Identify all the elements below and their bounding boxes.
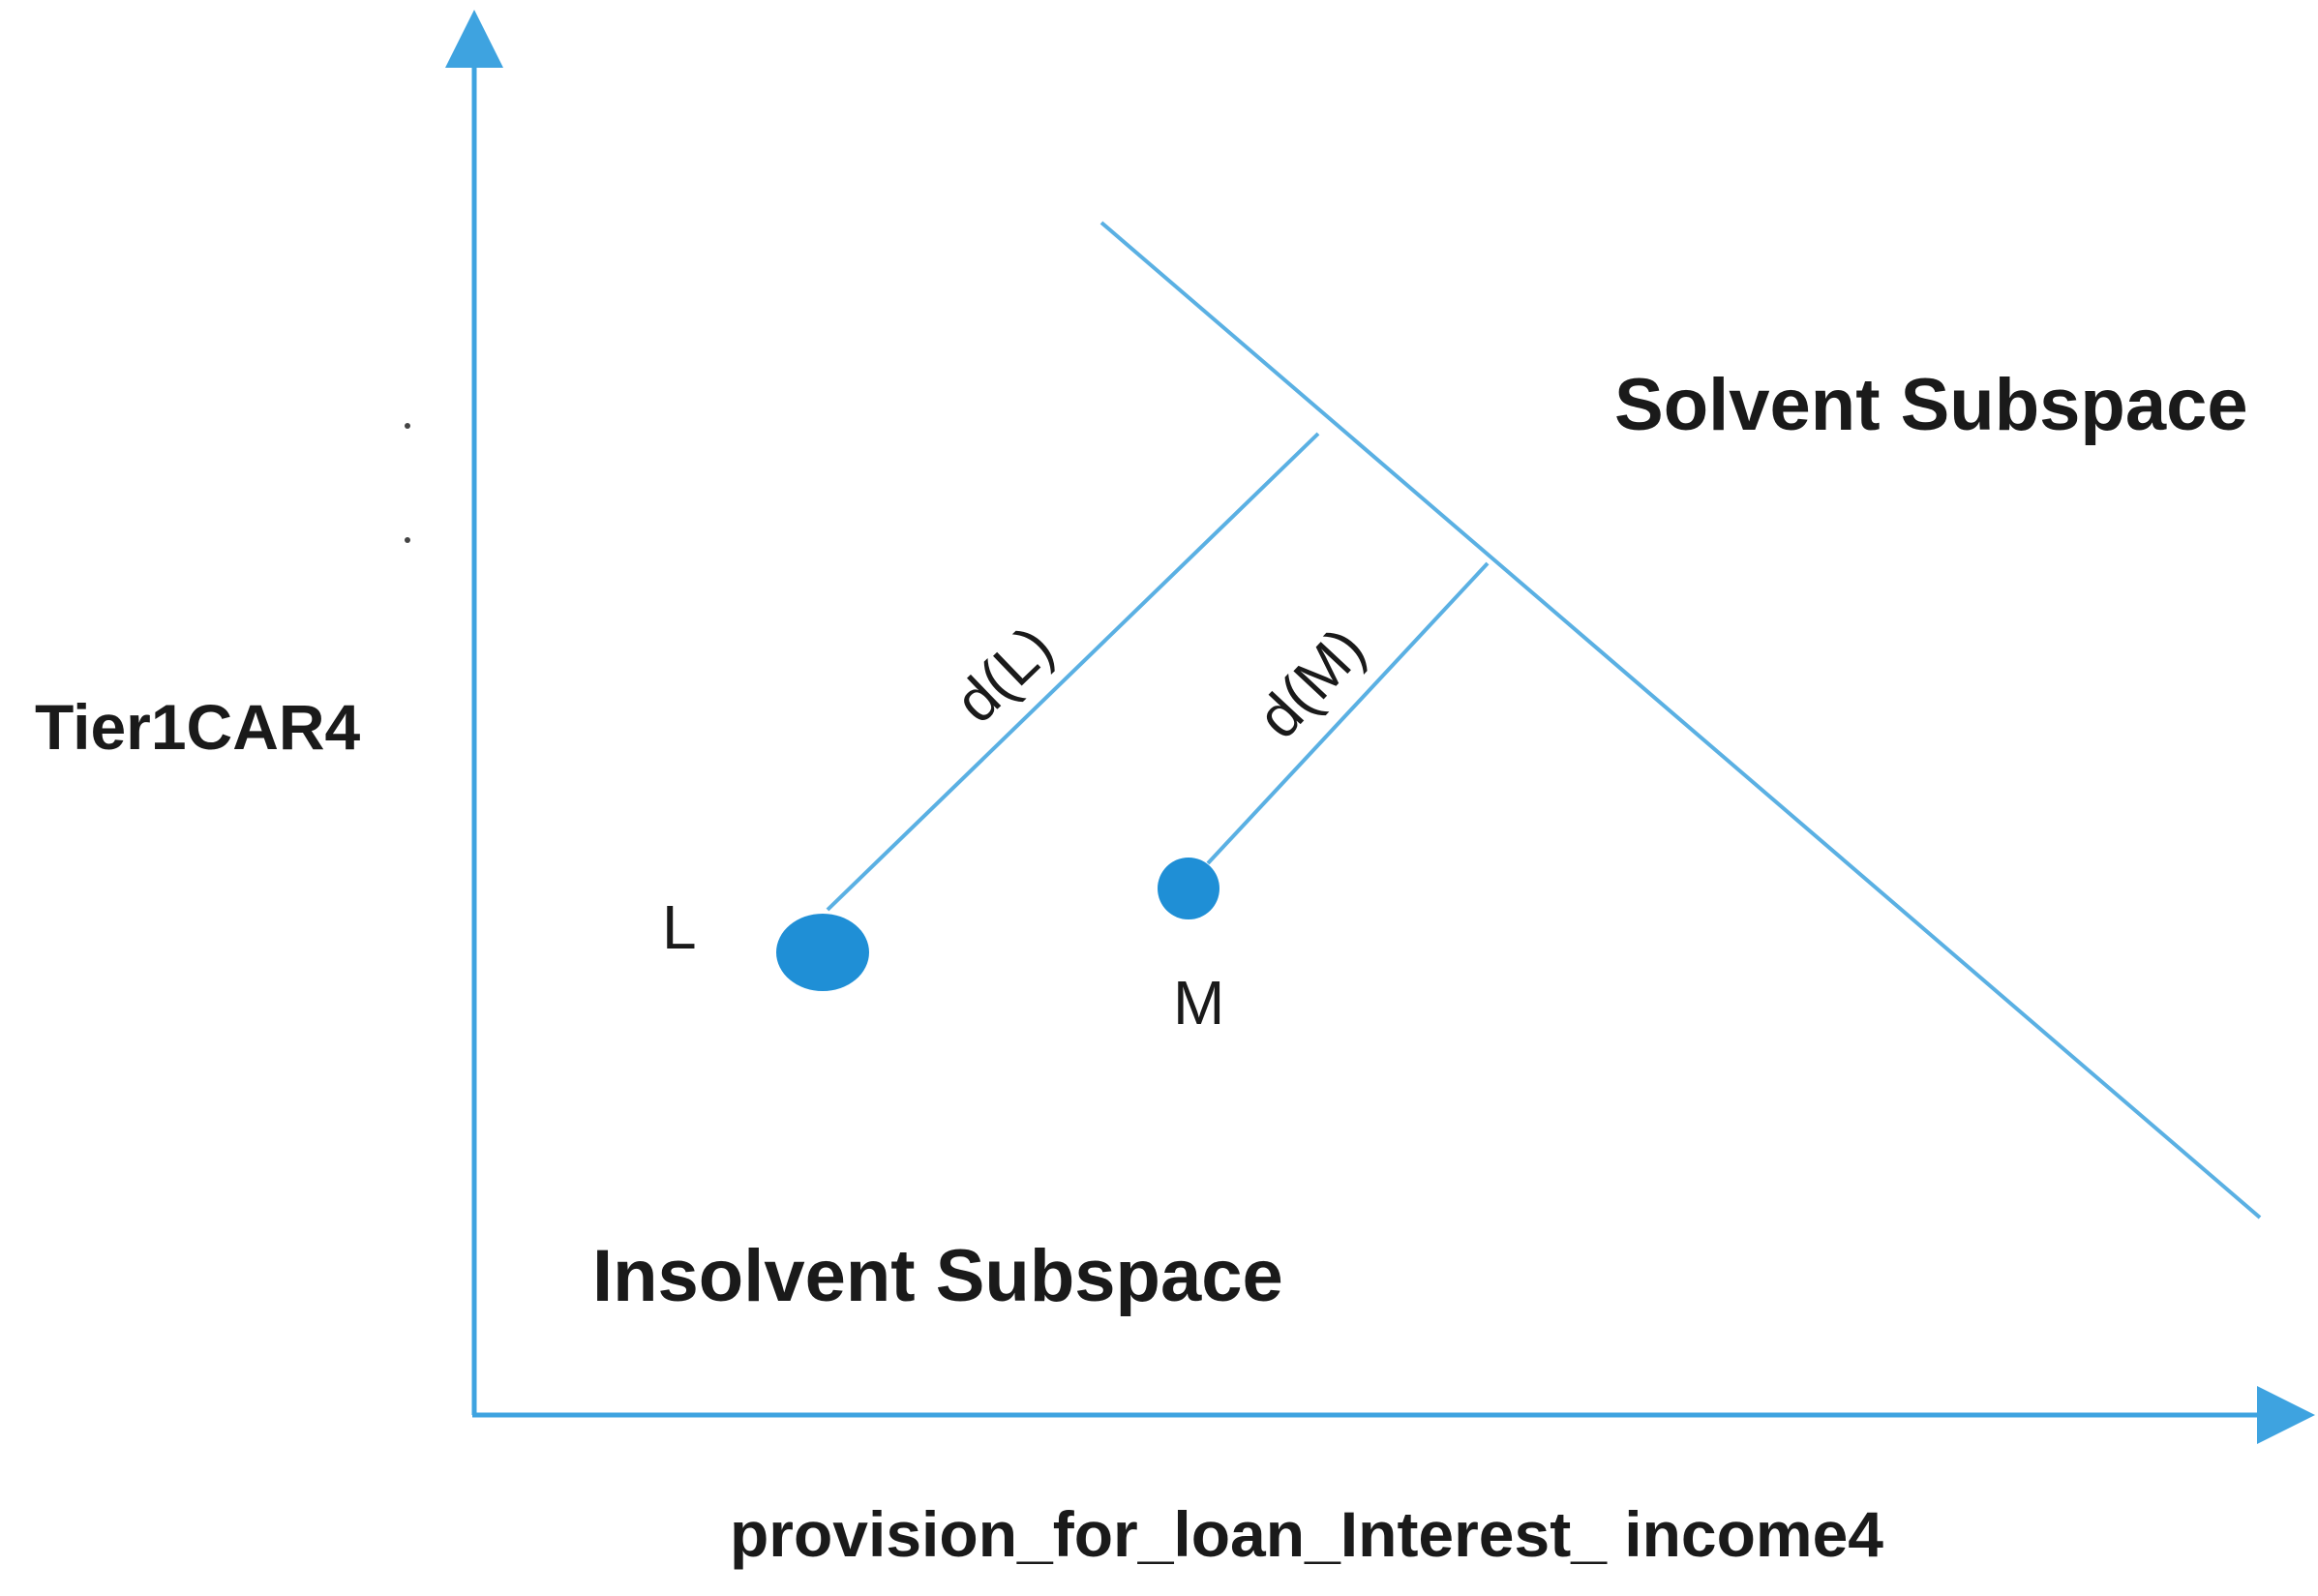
distance-label-L: d(L) <box>943 614 1066 736</box>
distance-label-M: d(M) <box>1245 616 1377 751</box>
point-L-label: L <box>662 892 697 962</box>
point-M-marker <box>1158 858 1219 919</box>
decision-boundary-line <box>1099 221 2262 1220</box>
y-axis-tick-mark <box>405 537 410 543</box>
insolvent-region-label: Insolvent Subspace <box>592 1235 1283 1317</box>
distance-line-L <box>826 432 1320 912</box>
x-axis-title: provision_for_loan_Interest_ income4 <box>730 1498 1883 1570</box>
distance-line-M <box>1206 561 1490 865</box>
point-M-label: M <box>1173 968 1224 1038</box>
y-axis-tick-mark <box>405 423 410 429</box>
point-L-marker <box>776 914 869 991</box>
y-axis-title: Tier1CAR4 <box>35 691 361 763</box>
solvent-region-label: Solvent Subspace <box>1614 364 2248 446</box>
